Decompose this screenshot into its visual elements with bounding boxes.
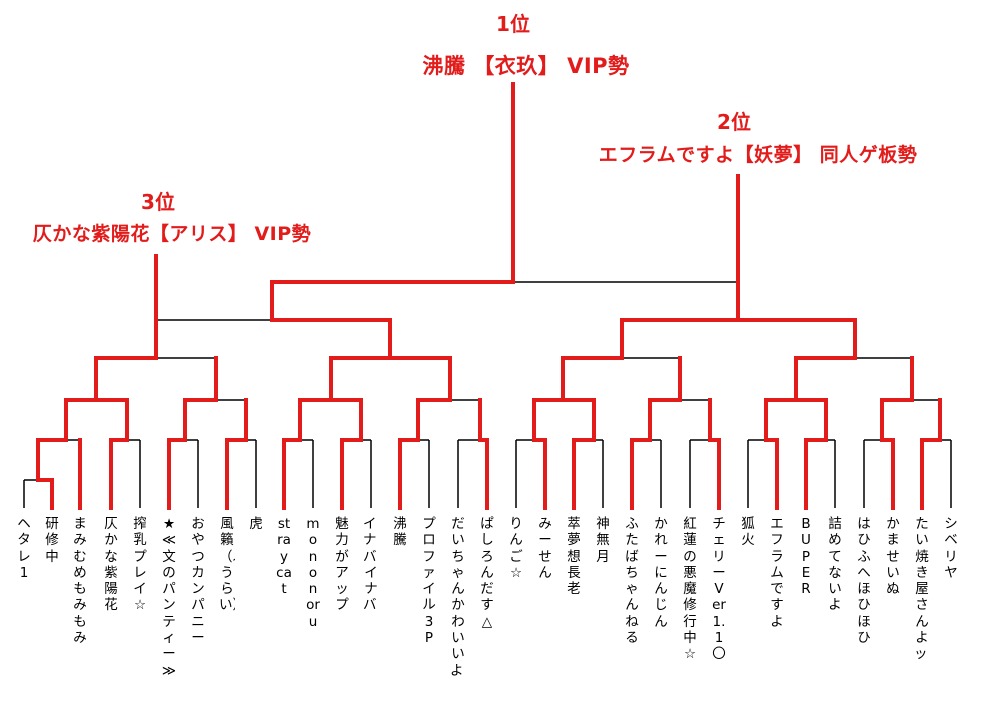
player-name-33: シベリヤ bbox=[944, 516, 958, 581]
player-name-31: かませいぬ bbox=[886, 516, 900, 598]
player-name-16: だいちゃんかわいいよ！ bbox=[450, 516, 466, 679]
player-name-13: イ・ナ・バ！イナバ！ bbox=[363, 516, 379, 614]
player-name-25: チェリーVer1.1〇 bbox=[712, 516, 726, 663]
place-1st-rank: 1位 bbox=[496, 12, 530, 36]
player-name-28: BUPER bbox=[801, 516, 811, 598]
place-2nd-rank: 2位 bbox=[717, 110, 751, 134]
player-name-7: おやつカンパニー bbox=[191, 516, 205, 647]
place-3rd-team: 仄かな紫陽花【アリス】 VIP勢 bbox=[32, 223, 312, 245]
player-name-6: ★≪文のパンティー≫ bbox=[161, 516, 177, 679]
player-name-32: たい焼き屋さんよッ！ bbox=[914, 516, 930, 663]
player-name-18: りんご ☆ bbox=[509, 516, 523, 581]
player-name-3: まみむめもみもみ bbox=[73, 516, 87, 647]
player-name-19: みーせん bbox=[538, 516, 552, 581]
player-name-23: かれーにんじん bbox=[654, 516, 668, 630]
player-name-15: プロファイル3P bbox=[422, 516, 436, 647]
player-name-9: 虎 bbox=[249, 516, 263, 532]
player-name-8: 風籟（ふうらい） bbox=[219, 516, 235, 614]
place-1st-team: 沸騰 【衣玖】 VIP勢 bbox=[422, 54, 630, 78]
player-name-4: 仄かな紫陽花 bbox=[104, 516, 118, 614]
player-name-10: stray cat bbox=[276, 516, 292, 598]
place-2nd-team: エフラムですよ【妖夢】 同人ゲ板勢 bbox=[598, 144, 918, 166]
place-3rd-rank: 3位 bbox=[141, 190, 175, 214]
player-name-27: エフラムですよ bbox=[770, 516, 784, 630]
player-name-24: 紅蓮の悪魔修行中 ☆ bbox=[683, 516, 697, 663]
player-name-11: mononoru bbox=[306, 516, 320, 630]
player-name-29: 詰めてないよ bbox=[828, 516, 842, 614]
player-name-30: はひふへほひほひ bbox=[857, 516, 871, 647]
player-name-2: 研修中 bbox=[45, 516, 59, 565]
player-name-20: 萃夢想長老 bbox=[567, 516, 581, 598]
player-name-22: ふたばちゃんねる bbox=[625, 516, 639, 647]
player-name-12: 魅力がアップ bbox=[335, 516, 349, 614]
player-name-5: 搾乳プレイ ☆ bbox=[133, 516, 147, 614]
player-name-1: ヘタレ1 bbox=[17, 516, 31, 581]
player-name-17: ぱしろんだす △ bbox=[480, 516, 494, 630]
player-name-14: 沸騰 bbox=[393, 516, 407, 549]
player-name-21: 神無月 bbox=[596, 516, 610, 565]
player-name-26: 狐火 bbox=[741, 516, 755, 549]
